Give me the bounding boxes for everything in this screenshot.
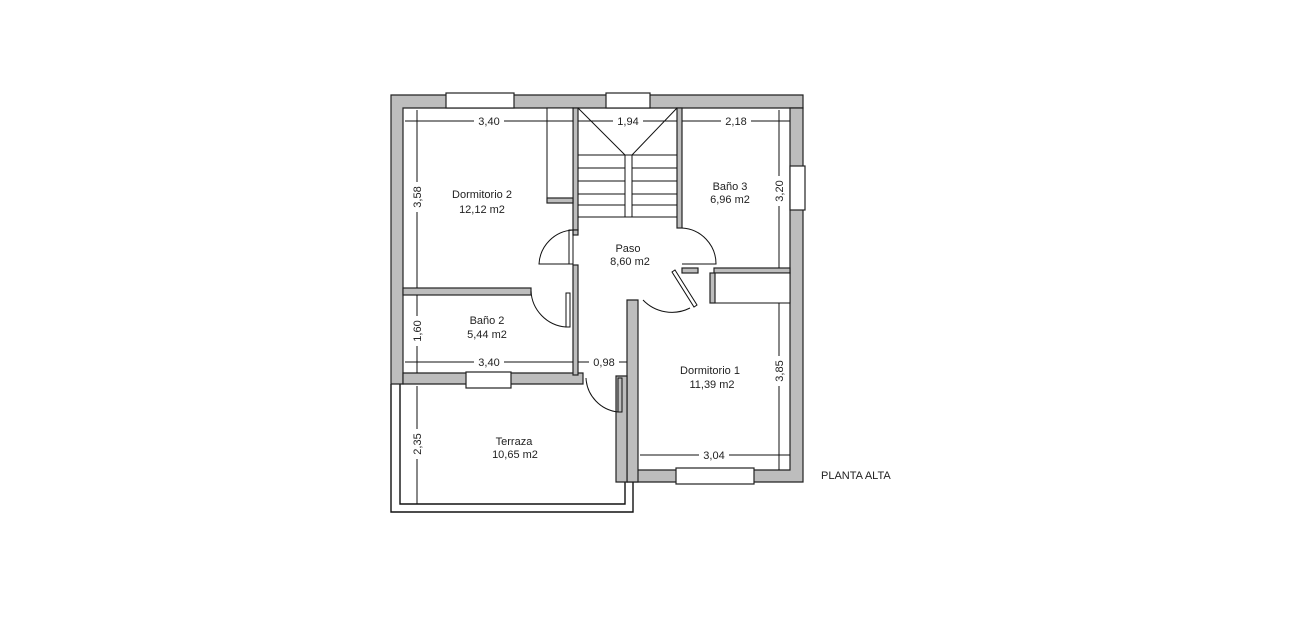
dimension-labels: 3,40 1,94 2,18 3,58 3,20 1,60 3,40 0,98 … bbox=[410, 114, 786, 462]
dim-dorm2-height: 3,58 bbox=[412, 186, 424, 207]
window-dorm2 bbox=[445, 92, 515, 109]
dim-passage-width: 0,98 bbox=[593, 357, 614, 369]
room-area-bano-2: 5,44 m2 bbox=[467, 329, 507, 341]
room-name-terraza: Terraza bbox=[496, 436, 534, 448]
room-area-bano-3: 6,96 m2 bbox=[710, 194, 750, 206]
interior-walls bbox=[402, 107, 791, 376]
room-area-paso: 8,60 m2 bbox=[610, 256, 650, 268]
dim-dorm1-width: 3,04 bbox=[703, 450, 724, 462]
dim-dorm2-width: 3,40 bbox=[478, 116, 499, 128]
window-bano3 bbox=[789, 165, 806, 211]
room-area-dormitorio-2: 12,12 m2 bbox=[459, 204, 505, 216]
terrace-railing bbox=[390, 384, 634, 513]
dimension-lines bbox=[405, 110, 790, 504]
plan-title: PLANTA ALTA bbox=[821, 470, 891, 482]
room-name-bano-2: Baño 2 bbox=[470, 315, 505, 327]
dim-bano3-width: 2,18 bbox=[725, 116, 746, 128]
dim-bano2-width: 3,40 bbox=[478, 357, 499, 369]
window-bano2 bbox=[465, 371, 512, 389]
room-name-bano-3: Baño 3 bbox=[713, 181, 748, 193]
room-labels: Dormitorio 2 12,12 m2 Baño 3 6,96 m2 Pas… bbox=[452, 181, 750, 461]
room-name-dormitorio-2: Dormitorio 2 bbox=[452, 189, 512, 201]
dim-bano3-height: 3,20 bbox=[774, 180, 786, 201]
room-name-paso: Paso bbox=[615, 243, 640, 255]
dim-terraza-height: 2,35 bbox=[412, 433, 424, 454]
doors bbox=[530, 227, 717, 413]
room-area-terraza: 10,65 m2 bbox=[492, 449, 538, 461]
window-dorm1 bbox=[675, 467, 755, 485]
dim-dorm1-height: 3,85 bbox=[774, 360, 786, 381]
window-stairs bbox=[605, 92, 651, 109]
room-name-dormitorio-1: Dormitorio 1 bbox=[680, 365, 740, 377]
staircase bbox=[577, 107, 678, 218]
dim-bano2-height: 1,60 bbox=[412, 320, 424, 341]
room-area-dormitorio-1: 11,39 m2 bbox=[689, 379, 734, 391]
dim-stair-width: 1,94 bbox=[617, 116, 638, 128]
windows bbox=[445, 92, 806, 485]
